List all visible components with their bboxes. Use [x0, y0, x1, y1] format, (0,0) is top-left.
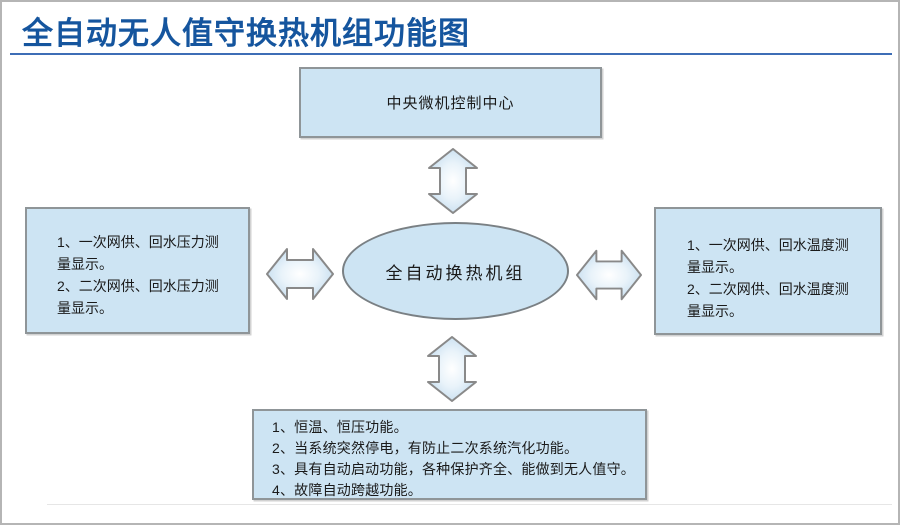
node-functions-line-1: 1、恒温、恒压功能。 — [272, 419, 408, 435]
node-pressure-line-1: 1、一次网供、回水压力测量显示。 — [57, 234, 219, 272]
node-functions-line-4: 4、故障自动跨越功能。 — [272, 482, 422, 498]
title-underline — [10, 53, 892, 55]
page-title: 全自动无人值守换热机组功能图 — [22, 16, 470, 51]
node-central-control-label: 中央微机控制中心 — [386, 95, 515, 112]
node-central-control: 中央微机控制中心 — [299, 67, 602, 138]
footer-divider — [47, 504, 892, 505]
node-temperature-display: 1、一次网供、回水温度测量显示。 2、二次网供、回水温度测量显示。 — [654, 207, 882, 335]
node-functions-list: 1、恒温、恒压功能。 2、当系统突然停电，有防止二次系统汽化功能。 3、具有自动… — [252, 409, 647, 500]
double-arrow-horizontal-icon — [266, 245, 334, 308]
node-pressure-line-2: 2、二次网供、回水压力测量显示。 — [57, 278, 219, 316]
node-pressure-display: 1、一次网供、回水压力测量显示。 2、二次网供、回水压力测量显示。 — [25, 207, 250, 334]
node-temperature-line-2: 2、二次网供、回水温度测量显示。 — [687, 281, 849, 319]
node-functions-line-3: 3、具有自动启动功能，各种保护齐全、能做到无人值守。 — [272, 461, 635, 477]
double-arrow-horizontal-icon — [576, 246, 642, 309]
node-heat-exchange-unit-label: 全自动换热机组 — [385, 263, 526, 283]
double-arrow-vertical-icon — [426, 148, 480, 219]
node-functions-line-2: 2、当系统突然停电，有防止二次系统汽化功能。 — [272, 440, 579, 456]
double-arrow-vertical-icon — [425, 336, 479, 407]
node-heat-exchange-unit: 全自动换热机组 — [342, 222, 569, 320]
node-temperature-line-1: 1、一次网供、回水温度测量显示。 — [687, 237, 849, 275]
